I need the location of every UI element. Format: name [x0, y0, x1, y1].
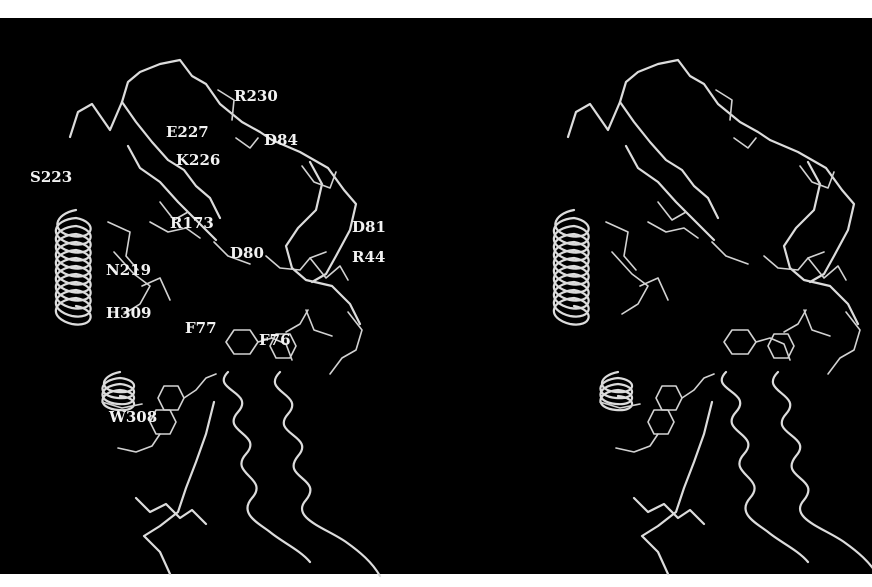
- residue-label-f77: F77: [185, 319, 217, 337]
- residue-label-d80: D80: [230, 244, 264, 262]
- residue-label-k226: K226: [176, 151, 220, 169]
- residue-label-d84: D84: [264, 131, 298, 149]
- residue-label-w308: W308: [108, 408, 157, 426]
- residue-label-n219: N219: [106, 261, 151, 279]
- residue-label-r173: R173: [170, 214, 214, 232]
- figure-background: [0, 18, 872, 574]
- residue-label-r44: R44: [352, 248, 385, 266]
- residue-label-r230: R230: [234, 87, 278, 105]
- residue-label-e227: E227: [166, 123, 209, 141]
- residue-label-f76: F76: [259, 331, 291, 349]
- residue-label-s223: S223: [30, 168, 72, 186]
- residue-label-d81: D81: [352, 218, 386, 236]
- residue-label-h309: H309: [106, 304, 151, 322]
